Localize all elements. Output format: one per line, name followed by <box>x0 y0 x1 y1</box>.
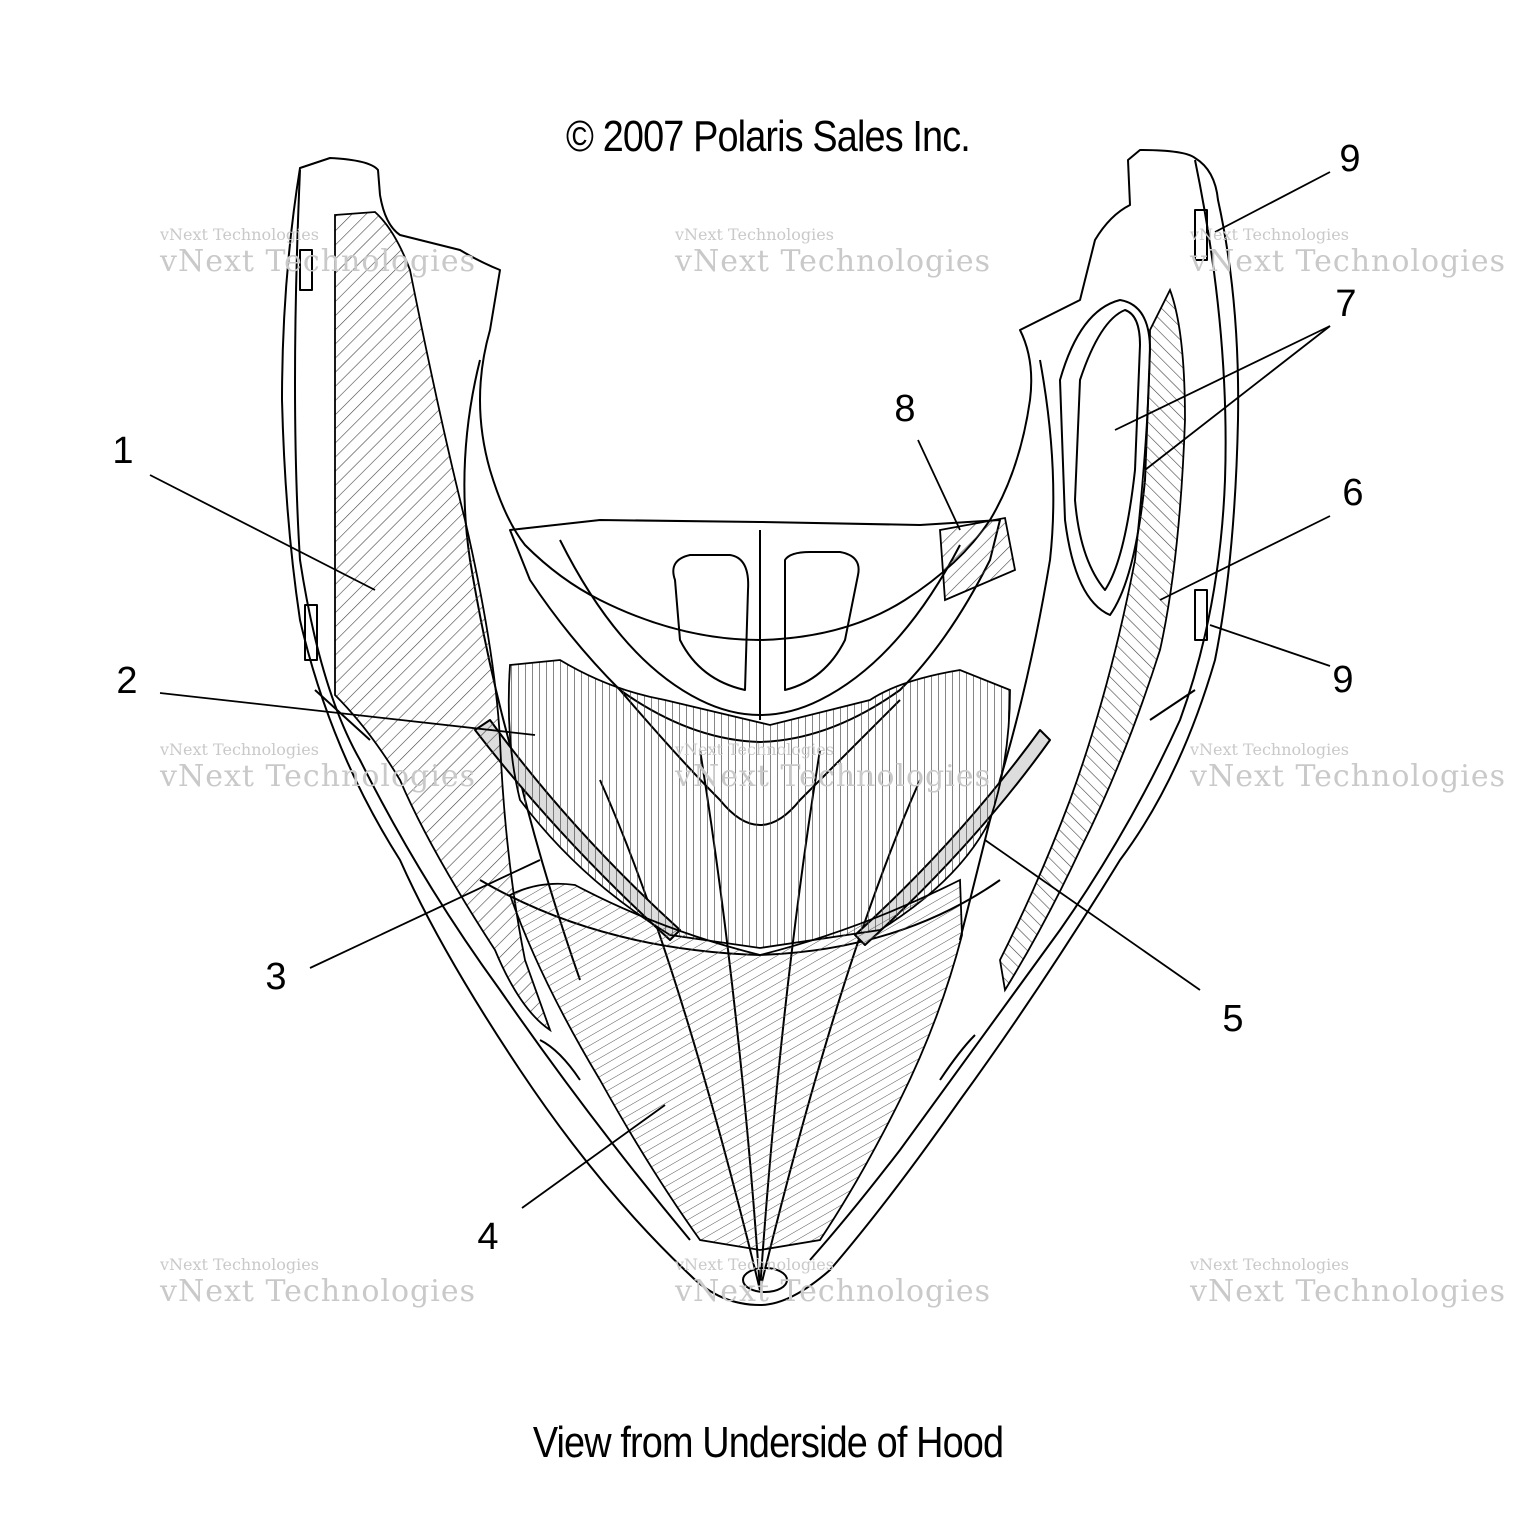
callout-5: 5 <box>1222 998 1244 1040</box>
vent-right <box>784 551 860 691</box>
leader-3 <box>309 859 541 969</box>
decal-7-pod <box>1074 309 1141 591</box>
callout-9-bottom: 9 <box>1332 659 1354 701</box>
callout-2: 2 <box>116 660 138 702</box>
leader-2 <box>159 692 536 736</box>
diagram-caption: View from Underside of Hood <box>532 1418 1004 1467</box>
decal-1 <box>334 211 552 1033</box>
leader-5 <box>984 839 1201 991</box>
callout-1: 1 <box>112 430 134 472</box>
callout-7: 7 <box>1335 283 1357 325</box>
decal-8 <box>939 516 1017 602</box>
callout-3: 3 <box>265 956 287 998</box>
leader-8 <box>917 439 961 531</box>
callout-9-top: 9 <box>1339 138 1361 180</box>
leader-6 <box>1159 515 1331 601</box>
decal-6 <box>999 287 1186 993</box>
hood-outer-outline <box>281 149 1240 1306</box>
callout-8: 8 <box>894 388 916 430</box>
leader-1 <box>149 474 376 591</box>
leader-9b <box>1209 624 1331 667</box>
decal-2 <box>507 659 1011 949</box>
leader-7b <box>1144 325 1331 471</box>
leader-7a <box>1114 325 1331 431</box>
leader-4 <box>521 1104 666 1209</box>
leader-9a <box>1214 171 1331 233</box>
callout-4: 4 <box>477 1216 499 1258</box>
callout-6: 6 <box>1342 472 1364 514</box>
copyright-notice: © 2007 Polaris Sales Inc. <box>566 112 971 161</box>
decal-4 <box>508 878 963 1251</box>
vent-left <box>672 554 750 691</box>
